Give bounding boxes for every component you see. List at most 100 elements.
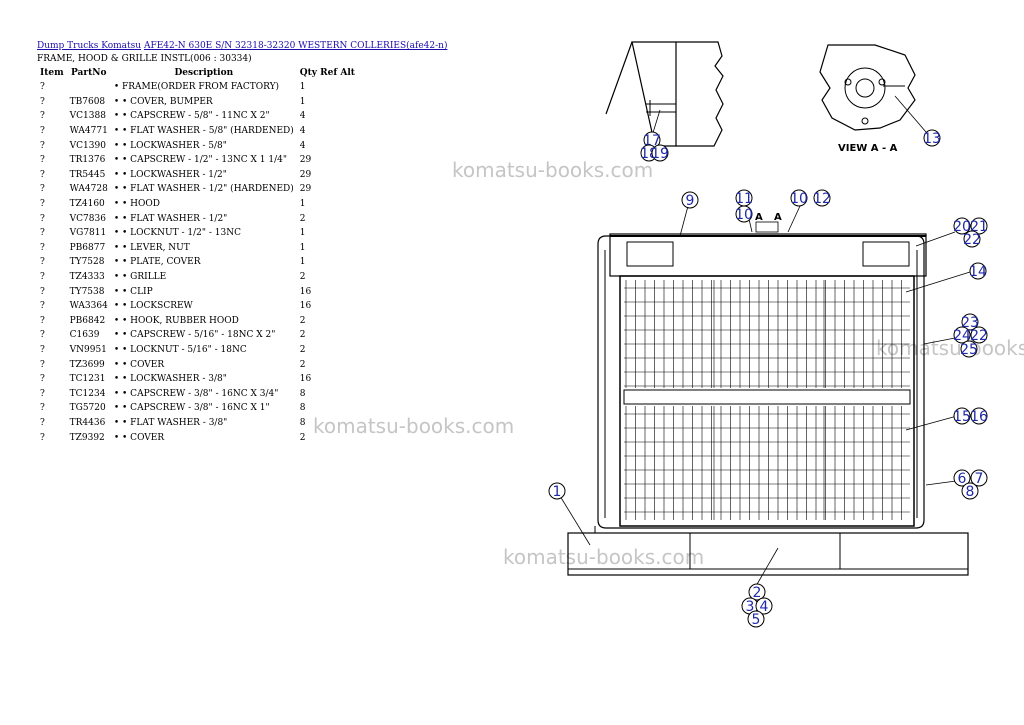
row-partno: VC1388 <box>69 111 106 122</box>
callout-number: 25 <box>960 342 978 358</box>
view-a-a-label: VIEW A - A <box>838 143 898 154</box>
row-qty: 8 <box>299 417 306 428</box>
callout-circle <box>953 217 971 235</box>
callout-balloon: 12 <box>813 189 831 207</box>
row-partno: VC7836 <box>69 213 106 224</box>
callout-balloon: 5 <box>747 610 765 628</box>
row-qty: 2 <box>299 432 306 443</box>
row-item: ? <box>40 257 45 268</box>
row-qty: 1 <box>299 257 306 268</box>
breadcrumb-link-model[interactable]: AFE42-N 630E S/N 32318-32320 WESTERN COL… <box>143 41 448 51</box>
callout-balloon: 22 <box>970 326 988 344</box>
callout-balloon: 7 <box>970 469 988 487</box>
row-description: • • CAPSCREW - 5/16" - 18NC X 2" <box>113 330 276 341</box>
row-item: ? <box>40 374 45 385</box>
row-qty: 1 <box>299 82 306 93</box>
callout-number: 8 <box>966 484 975 500</box>
row-description: • • HOOK, RUBBER HOOD <box>113 315 239 326</box>
row-partno: TC1231 <box>69 374 106 385</box>
table-row: ?VC7836• • FLAT WASHER - 1/2"2 <box>37 211 358 226</box>
callout-number: 22 <box>963 232 981 248</box>
table-row: ?TR1376• • CAPSCREW - 1/2" - 13NC X 1 1/… <box>37 153 358 168</box>
parts-table-body: ?• FRAME(ORDER FROM FACTORY)1?TB7608• • … <box>37 80 358 445</box>
col-header-description: Description <box>174 68 234 78</box>
table-header-row: Item PartNo Description Qty Ref Alt <box>37 66 358 80</box>
row-partno: TR5445 <box>69 169 106 180</box>
table-row: ? TC1231 • • LOCKWASHER - 3/8" 16 <box>37 372 358 387</box>
row-description: • • LOCKWASHER - 5/8" <box>113 140 227 151</box>
callout-number: 6 <box>958 471 967 487</box>
row-qty: 1 <box>299 228 306 239</box>
row-item: ? <box>40 169 45 180</box>
row-partno: TG5720 <box>69 403 106 414</box>
row-qty: 29 <box>299 184 312 195</box>
callout-number: 2 <box>753 585 762 601</box>
callout-circle <box>963 230 981 248</box>
row-qty: 16 <box>299 374 312 385</box>
row-partno: TY7528 <box>69 257 105 268</box>
row-partno: VN9951 <box>69 344 107 355</box>
callout-number: 9 <box>686 193 695 209</box>
row-description: • • FLAT WASHER - 3/8" <box>113 417 228 428</box>
row-partno: TZ4160 <box>69 199 105 210</box>
row-description: • • COVER, BUMPER <box>113 96 213 107</box>
callout-number: 11 <box>735 191 753 207</box>
row-item: ? <box>40 213 45 224</box>
table-row: ?WA4728• • FLAT WASHER - 1/2" (HARDENED)… <box>37 182 358 197</box>
row-item: ? <box>40 228 45 239</box>
callout-number: 7 <box>975 471 984 487</box>
callout-number: 19 <box>651 146 669 162</box>
row-description: • • LOCKWASHER - 1/2" <box>113 169 227 180</box>
row-partno: TR4436 <box>69 417 106 428</box>
callout-balloon: 10 <box>735 205 753 223</box>
callout-circle <box>748 583 766 601</box>
row-item: ? <box>40 140 45 151</box>
row-qty: 1 <box>299 199 306 210</box>
section-mark-a-left: A <box>755 212 763 223</box>
parts-table: Item PartNo Description Qty Ref Alt ?• F… <box>37 66 358 445</box>
row-description: • • LOCKWASHER - 3/8" <box>113 374 227 385</box>
section-title: FRAME, HOOD & GRILLE INSTL(006 : 30334) <box>37 54 252 64</box>
callout-circle <box>960 340 978 358</box>
row-description: • • LOCKSCREW <box>113 301 193 312</box>
callout-balloon: 13 <box>923 129 941 147</box>
breadcrumb-link-root[interactable]: Dump Trucks Komatsu <box>37 41 142 51</box>
col-header-alt-label: Alt <box>340 68 355 78</box>
col-header-ref-label: Ref <box>320 68 338 78</box>
callout-number: 3 <box>746 599 755 615</box>
row-qty: 4 <box>299 111 306 122</box>
callout-circle <box>970 469 988 487</box>
callout-circle <box>953 326 971 344</box>
row-qty: 4 <box>299 126 306 137</box>
row-item: ? <box>40 111 45 122</box>
row-partno: TY7538 <box>69 286 105 297</box>
callout-balloon: 24 <box>953 326 971 344</box>
row-description: • • FLAT WASHER - 1/2" (HARDENED) <box>113 184 294 195</box>
row-item: ? <box>40 199 45 210</box>
callout-number: 10 <box>790 191 808 207</box>
row-partno: C1639 <box>69 330 100 341</box>
row-qty: 2 <box>299 359 306 370</box>
callout-circle <box>548 482 566 500</box>
callout-number: 24 <box>953 328 971 344</box>
callout-balloon: 19 <box>651 144 669 162</box>
callout-balloon: 1 <box>548 482 566 500</box>
watermark: komatsu-books.com <box>876 336 1024 360</box>
row-qty: 1 <box>299 96 306 107</box>
callout-circle <box>651 144 669 162</box>
row-partno: VC1390 <box>69 140 106 151</box>
table-row: ?VC1388• • CAPSCREW - 5/8" - 11NC X 2"4 <box>37 109 358 124</box>
row-item: ? <box>40 242 45 253</box>
callout-circle <box>747 610 765 628</box>
callout-balloon: 2 <box>748 583 766 601</box>
row-qty: 16 <box>299 301 312 312</box>
row-item: ? <box>40 155 45 166</box>
callout-balloon: 8 <box>961 482 979 500</box>
